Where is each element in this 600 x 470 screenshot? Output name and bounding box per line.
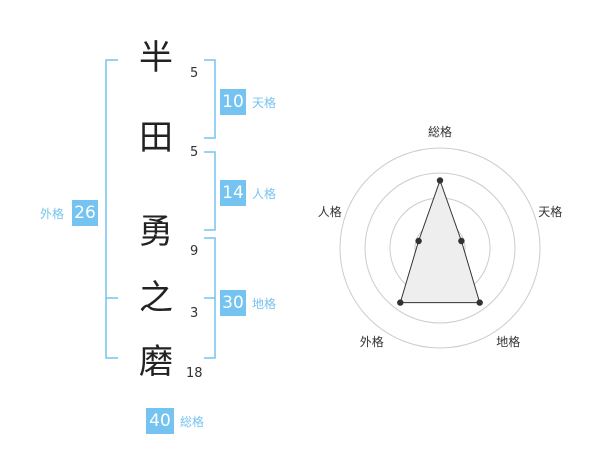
name-char-5: 磨 [139,342,173,382]
chikaku-badge: 30 [220,290,246,316]
jinkaku-badge: 14 [220,180,246,206]
soukaku-label: 総格 [180,415,205,429]
tenkaku-bracket [204,59,216,139]
name-char-2: 田 [139,118,173,158]
tenkaku-label: 天格 [252,96,277,110]
name-char-1: 半 [139,38,173,78]
radar-point-地格 [476,299,483,306]
stroke-count-2: 5 [190,145,199,160]
radar-axis-label-外格: 外格 [360,334,384,349]
radar-point-外格 [397,299,404,306]
gaikaku-bracket [105,59,118,359]
jinkaku-bracket [204,151,216,231]
radar-axis-label-天格: 天格 [538,204,562,219]
radar-point-人格 [415,237,422,245]
radar-point-総格 [436,177,444,184]
radar-axis-label-総格: 総格 [428,124,452,139]
jinkaku-label: 人格 [252,187,277,201]
radar-axis-label-人格: 人格 [318,204,342,219]
radar-ring-4 [339,147,541,349]
stroke-count-3: 9 [190,244,199,259]
gaikaku-badge: 26 [72,200,98,226]
radar-point-天格 [458,237,465,245]
chikaku-label: 地格 [252,297,277,311]
name-char-3: 勇 [139,212,173,252]
radar-axis-label-地格: 地格 [496,334,520,349]
gaikaku-label: 外格 [40,207,65,221]
stroke-count-1: 5 [190,66,199,81]
stroke-count-4: 3 [190,306,199,321]
soukaku-badge: 40 [146,408,174,434]
radar-ring-3 [364,172,516,324]
stroke-count-5: 18 [186,366,203,381]
tenkaku-badge: 10 [220,89,246,115]
name-char-4: 之 [139,278,173,318]
radar-polygon [399,179,481,304]
